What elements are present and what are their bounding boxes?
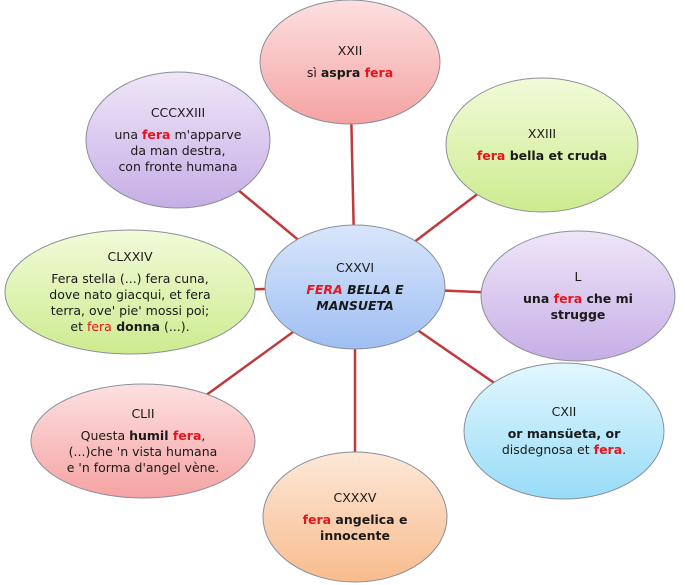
text-segment: una [114,127,142,142]
text-segment: , (...)che 'n vista humana e 'n forma d'… [66,428,220,475]
node-xxii-label: XXII sì aspra fera [270,0,430,124]
node-body: fera angelica e innocente [303,512,408,544]
node-body: or mansüeta, or disdegnosa et fera. [502,426,626,458]
text-segment: Fera stella (...) fera cuna, dove nato g… [49,271,211,334]
node-cxii [463,362,665,500]
text-segment: or mansüeta, or [507,426,621,441]
text-segment: BELLA E MANSUETA [316,282,404,313]
node-cccxxiii-label: CCCXXIII una fera m'apparve da man destra… [93,72,263,208]
node-body: fera bella et cruda [477,148,607,164]
node-body: una fera m'apparve da man destra, con fr… [114,127,241,175]
node-title: XXIII [527,126,557,141]
node-clii [30,383,256,499]
node-title: CXXXV [333,490,377,505]
node-title: CCCXXIII [150,105,206,120]
text-segment: disdegnosa et [501,442,594,457]
node-xxiii [445,77,639,213]
node-body: sì aspra fera [307,65,393,81]
node-cxxxv [262,451,448,583]
node-cxii-label: CXII or mansüeta, or disdegnosa et fera. [474,363,654,499]
node-title: L [574,269,582,284]
highlight-word: fera [593,442,623,457]
highlight-word: fera [302,512,332,527]
center-node [264,224,446,350]
node-l [480,230,676,362]
node-title: CXXVI [335,260,375,275]
node-body: Questa humil fera, (...)che 'n vista hum… [67,428,219,476]
highlight-word: fera [141,127,171,142]
text-segment: aspra [320,65,365,80]
text-segment: bella et cruda [505,148,608,163]
text-segment: humil [129,428,173,443]
highlight-word: fera [86,319,112,334]
node-cccxxiii [85,71,271,209]
highlight-word: fera [553,291,583,306]
node-xxii [259,0,441,125]
highlight-word: FERA [306,282,343,297]
node-clxxiv-label: CLXXIV Fera stella (...) fera cuna, dove … [15,230,245,354]
node-clxxiv [4,229,256,355]
node-xxiii-label: XXIII fera bella et cruda [457,78,627,212]
node-shapes [4,0,676,583]
text-segment: m'apparve da man destra, con fronte huma… [118,127,242,174]
text-segment: una [523,291,554,306]
node-title: CXII [551,404,577,419]
highlight-word: fera [476,148,506,163]
highlight-word: fera [364,65,394,80]
text-segment: donna [111,319,160,334]
node-title: XXII [337,43,363,58]
node-body: FERA BELLA E MANSUETA [306,282,403,314]
node-title: CLXXIV [107,249,153,264]
text-segment: . [622,442,627,457]
node-body: una fera che mi strugge [523,291,633,323]
node-body: Fera stella (...) fera cuna, dove nato g… [49,271,210,335]
text-segment: angelica e innocente [320,512,408,543]
highlight-word: fera [172,428,202,443]
center-node-label: CXXVI FERA BELLA E MANSUETA [270,225,440,349]
text-segment: (...). [159,319,190,334]
text-segment: sì [306,65,321,80]
node-title: CLII [131,406,155,421]
text-segment: che mi strugge [550,291,633,322]
text-segment: Questa [80,428,130,443]
